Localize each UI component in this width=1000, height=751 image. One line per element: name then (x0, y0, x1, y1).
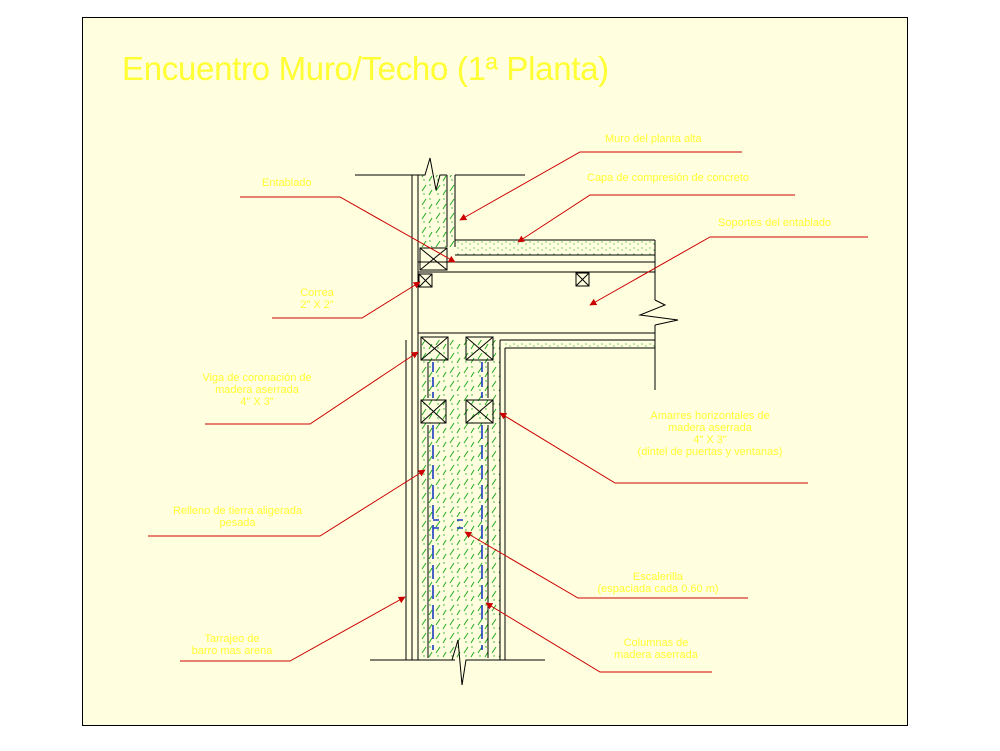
amarres-horizontales (420, 399, 494, 424)
label-columnas-line2: madera aserrada (614, 649, 698, 661)
label-tarrajeo-line2: barro mas arena (191, 645, 273, 657)
label-relleno-line1: Relleno de tierra aligerada (172, 505, 303, 517)
label-correa-line1: Correa (300, 287, 334, 299)
lower-wall (370, 340, 545, 686)
label-capa-compresion: Capa de compresión de concreto (587, 172, 750, 184)
entablado-and-correas (418, 247, 590, 288)
leader-muro-planta-alta (459, 151, 742, 221)
label-viga-line2: madera aserrada (215, 384, 299, 396)
label-viga-line1: Viga de coronación de (202, 372, 312, 384)
label-relleno-line2: pesada (219, 517, 256, 529)
leader-escalerilla (464, 531, 748, 599)
leader-relleno (148, 469, 426, 537)
label-amarres-line2: madera aserrada (668, 422, 752, 434)
label-escalerilla-line2: (espaciada cada 0.60 m) (597, 583, 719, 595)
label-relleno: Relleno de tierra aligerada pesada (150, 505, 325, 529)
leader-correa (272, 281, 421, 319)
label-escalerilla-line1: Escalerilla (632, 571, 684, 583)
viga-coronacion (420, 336, 494, 361)
wood-columns (427, 362, 489, 658)
label-escalerilla: Escalerilla (espaciada cada 0.60 m) (573, 571, 743, 595)
label-amarres-line3: 4" X 3" (693, 434, 727, 446)
leader-tarrajeo (180, 596, 406, 662)
ceiling-slab (418, 332, 655, 349)
leader-soportes (589, 236, 868, 306)
label-amarres-line1: Amarres horizontales de (650, 410, 770, 422)
escalerilla-rebar (432, 362, 483, 650)
label-correa: Correa 2" X 2" (292, 287, 342, 311)
leader-lines (148, 151, 868, 673)
label-columnas: Columnas de madera aserrada (596, 637, 716, 661)
label-soportes-entablado: Soportes del entablado (718, 217, 832, 229)
upper-wall (355, 157, 525, 660)
label-muro-planta-alta: Muro del planta alta (605, 133, 702, 145)
leader-columnas (485, 602, 712, 673)
leader-amarres (499, 412, 808, 484)
label-tarrajeo-line1: Tarrajeo de (204, 633, 260, 645)
leader-entablado (240, 196, 456, 263)
label-columnas-line1: Columnas de (623, 637, 689, 649)
drawing-title: Encuentro Muro/Techo (1ª Planta) (122, 50, 609, 87)
label-amarres-line4: (dintel de puertas y ventanas) (637, 446, 783, 458)
label-correa-line2: 2" X 2" (300, 299, 334, 311)
label-tarrajeo: Tarrajeo de barro mas arena (172, 633, 292, 657)
label-amarres-horizontales: Amarres horizontales de madera aserrada … (610, 410, 810, 458)
leader-viga (205, 351, 419, 425)
label-viga-coronacion: Viga de coronación de madera aserrada 4"… (182, 372, 332, 408)
concrete-slab (418, 239, 679, 390)
label-entablado: Entablado (262, 177, 312, 189)
leader-capa-compresion (517, 194, 795, 243)
label-viga-line3: 4" X 3" (240, 396, 274, 408)
